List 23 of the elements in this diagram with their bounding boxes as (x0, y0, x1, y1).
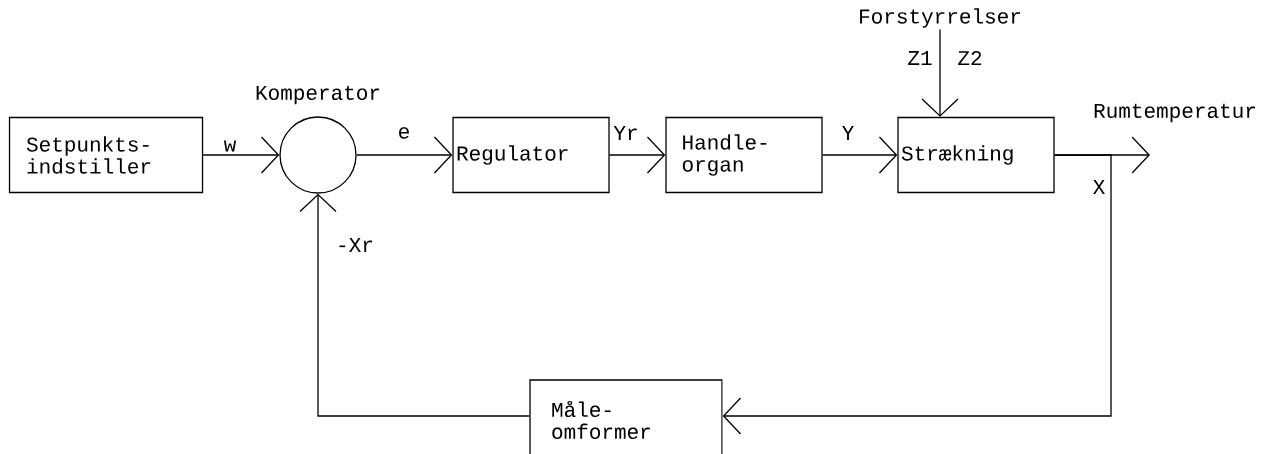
block-box: Måle- omformer (529, 379, 723, 454)
arrow (822, 136, 898, 174)
arrow (299, 193, 530, 417)
summing-circle (279, 116, 357, 194)
block-box: Regulator (452, 116, 610, 194)
signal-label: Z2 (958, 50, 982, 65)
input-label: Forstyrrelser (860, 8, 1020, 28)
edge-label: Rumtemperatur (1092, 102, 1258, 124)
arrow (356, 136, 453, 174)
block-box: Setpunkts- indstiller (8, 116, 204, 194)
signal-label: Z1 (908, 51, 932, 65)
edge-label: Y (840, 125, 856, 141)
edge-label: -Xr (335, 237, 375, 253)
arrow (921, 28, 959, 117)
block-box: Handle- organ (665, 116, 823, 194)
arrow (722, 154, 1112, 435)
arrow (202, 136, 280, 174)
edge-label: Yr (612, 125, 640, 141)
block-box: Strækning (897, 116, 1055, 194)
edge-label: X (1091, 179, 1107, 195)
block-caption: Komperator (256, 85, 380, 105)
edge-label: e (396, 126, 412, 140)
edge-label: w (222, 139, 238, 153)
